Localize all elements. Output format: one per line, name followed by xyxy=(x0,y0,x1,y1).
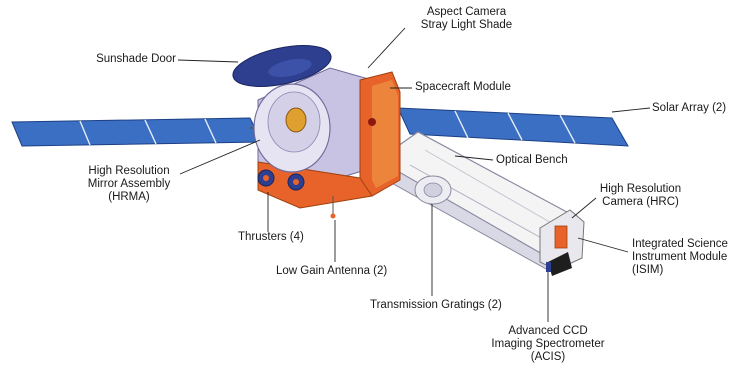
label-low-gain-antenna: Low Gain Antenna (2) xyxy=(276,265,387,278)
leader-isim xyxy=(578,238,628,252)
leader-solar-array xyxy=(612,108,650,112)
label-transmission-gratings: Transmission Gratings (2) xyxy=(370,299,502,312)
left-solar-array xyxy=(12,118,262,146)
leader-aspect-camera xyxy=(368,28,405,68)
label-aspect-camera: Aspect Camera Stray Light Shade xyxy=(404,6,529,32)
label-thrusters: Thrusters (4) xyxy=(238,231,304,244)
label-sunshade-door: Sunshade Door xyxy=(72,53,176,66)
leader-hrma xyxy=(180,140,260,174)
label-solar-array: Solar Array (2) xyxy=(652,102,726,115)
label-spacecraft-module: Spacecraft Module xyxy=(415,81,511,94)
transmission-gratings xyxy=(415,176,451,204)
label-optical-bench: Optical Bench xyxy=(496,154,568,167)
label-isim: Integrated Science Instrument Module (IS… xyxy=(632,238,728,277)
label-hrc: High Resolution Camera (HRC) xyxy=(588,183,693,209)
leader-sunshade-door xyxy=(178,60,238,62)
hrma-mirror xyxy=(254,84,330,172)
label-hrma: High Resolution Mirror Assembly (HRMA) xyxy=(78,165,180,204)
label-acis: Advanced CCD Imaging Spectrometer (ACIS) xyxy=(488,325,608,364)
